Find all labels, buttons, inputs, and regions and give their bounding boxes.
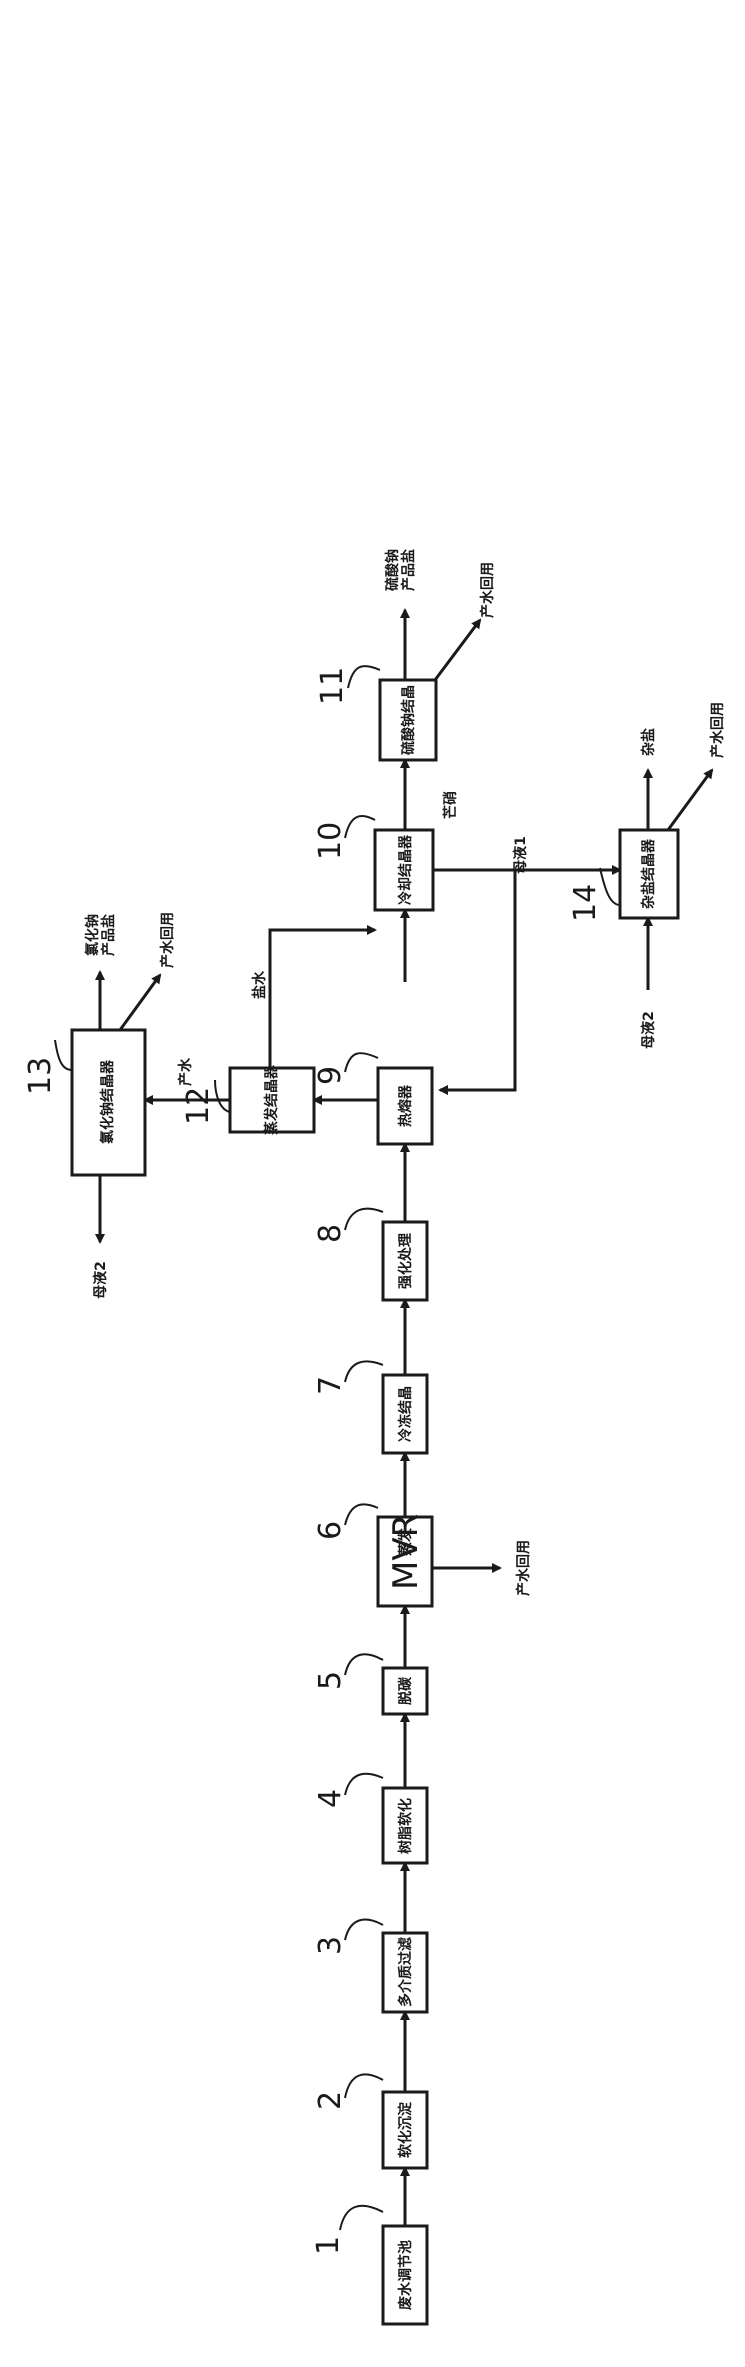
box-3-label: 多介质过滤 <box>397 1937 414 2007</box>
arrow-12-10 <box>268 925 377 1068</box>
ref-number-10: 10 <box>313 822 348 860</box>
box-13: 氯化钠结晶器 <box>70 1028 147 1177</box>
ref-number-14: 14 <box>568 884 603 922</box>
box-13-label: 氯化钠结晶器 <box>99 1059 116 1144</box>
leader-4 <box>344 1772 384 1796</box>
box-9-label: 热熔器 <box>397 1084 414 1127</box>
ref-number-13: 13 <box>23 1057 58 1095</box>
branch-lines <box>95 608 714 1573</box>
ref-number-2: 2 <box>313 2091 348 2110</box>
box-6-label: MVR <box>386 1514 426 1590</box>
ref-number-5: 5 <box>313 1671 348 1690</box>
label-14-water: 产水回用 <box>709 702 726 758</box>
label-6-water: 产水回用 <box>515 1540 532 1596</box>
flow-labels: 硫酸钠产品盐 产水回用 芒硝 母液1 杂盐 产水回用 母液2 产水 盐水 氯化钠… <box>84 549 726 1596</box>
leader-5 <box>344 1653 384 1676</box>
label-mother-liquor-1: 母液1 <box>512 836 529 874</box>
ref-number-8: 8 <box>313 1224 348 1243</box>
box-8: 强化处理 <box>381 1220 429 1302</box>
reference-numbers: 1 2 3 4 5 6 7 8 9 10 11 12 13 14 <box>23 665 621 2255</box>
label-12-brine: 盐水 <box>251 970 268 999</box>
box-1: 废水调节池 <box>381 2224 429 2326</box>
label-11-water: 产水回用 <box>479 562 496 618</box>
label-12-water: 产水 <box>177 1057 194 1086</box>
box-6: MVR 蒸发 <box>376 1514 434 1608</box>
leader-2 <box>344 2073 384 2099</box>
ref-number-1: 1 <box>311 2236 346 2255</box>
leader-11 <box>347 665 381 689</box>
box-8-label: 强化处理 <box>397 1233 414 1289</box>
box-3: 多介质过滤 <box>381 1931 429 2014</box>
box-11-label: 硫酸钠结晶 <box>400 685 417 755</box>
ref-number-7: 7 <box>313 1376 348 1395</box>
box-12: 蒸发结晶器 <box>228 1064 316 1135</box>
label-14-salt: 杂盐 <box>640 728 657 756</box>
box-14: 杂盐结晶器 <box>618 828 680 920</box>
arrow-13-water <box>118 973 162 1031</box>
box-12-label: 蒸发结晶器 <box>263 1064 280 1135</box>
box-1-label: 废水调节池 <box>397 2240 414 2310</box>
process-boxes: 废水调节池 软化沉淀 多介质过滤 树脂软化 脱碳 MVR 蒸发 冷冻结晶 <box>70 678 680 2326</box>
box-9: 热熔器 <box>376 1066 434 1146</box>
box-5-label: 脱碳 <box>397 1676 414 1705</box>
arrow-11-water <box>433 618 482 681</box>
label-13-water: 产水回用 <box>159 912 176 968</box>
box-10-label: 冷却结晶器 <box>397 834 414 905</box>
box-6-suffix: 蒸发 <box>397 1527 414 1556</box>
box-4: 树脂软化 <box>381 1786 429 1865</box>
leader-8 <box>344 1207 384 1231</box>
ref-number-3: 3 <box>313 1936 348 1955</box>
box-7-label: 冷冻结晶 <box>397 1386 414 1442</box>
box-14-label: 杂盐结晶器 <box>640 838 657 909</box>
ref-number-6: 6 <box>313 1521 348 1540</box>
box-2-label: 软化沉淀 <box>397 2101 414 2158</box>
leader-9 <box>344 1052 379 1073</box>
ref-number-9: 9 <box>313 1066 348 1085</box>
label-11-product: 硫酸钠产品盐 <box>384 549 417 591</box>
label-10-mirabilite: 芒硝 <box>442 791 459 819</box>
ref-number-11: 11 <box>315 667 350 705</box>
label-14-in-mother2: 母液2 <box>640 1011 657 1049</box>
box-5: 脱碳 <box>381 1666 429 1716</box>
leader-3 <box>344 1918 384 1941</box>
box-11: 硫酸钠结晶 <box>378 678 438 762</box>
leader-10 <box>344 815 376 839</box>
ref-number-12: 12 <box>181 1087 216 1125</box>
label-13-mother2: 母液2 <box>92 1261 109 1299</box>
leader-1 <box>339 2204 384 2231</box>
box-7: 冷冻结晶 <box>381 1373 429 1455</box>
leader-12 <box>214 1079 231 1113</box>
ref-number-4: 4 <box>313 1789 348 1808</box>
leader-6 <box>344 1503 379 1526</box>
leader-13 <box>54 1039 73 1071</box>
box-4-label: 树脂软化 <box>397 1798 414 1854</box>
box-10: 冷却结晶器 <box>373 828 435 912</box>
leader-14 <box>599 867 621 906</box>
arrow-14-water <box>666 768 714 831</box>
box-2: 软化沉淀 <box>381 2090 429 2170</box>
leader-7 <box>344 1360 384 1383</box>
label-13-product: 氯化钠产品盐 <box>84 914 117 956</box>
recycle-to-9 <box>438 870 517 1095</box>
